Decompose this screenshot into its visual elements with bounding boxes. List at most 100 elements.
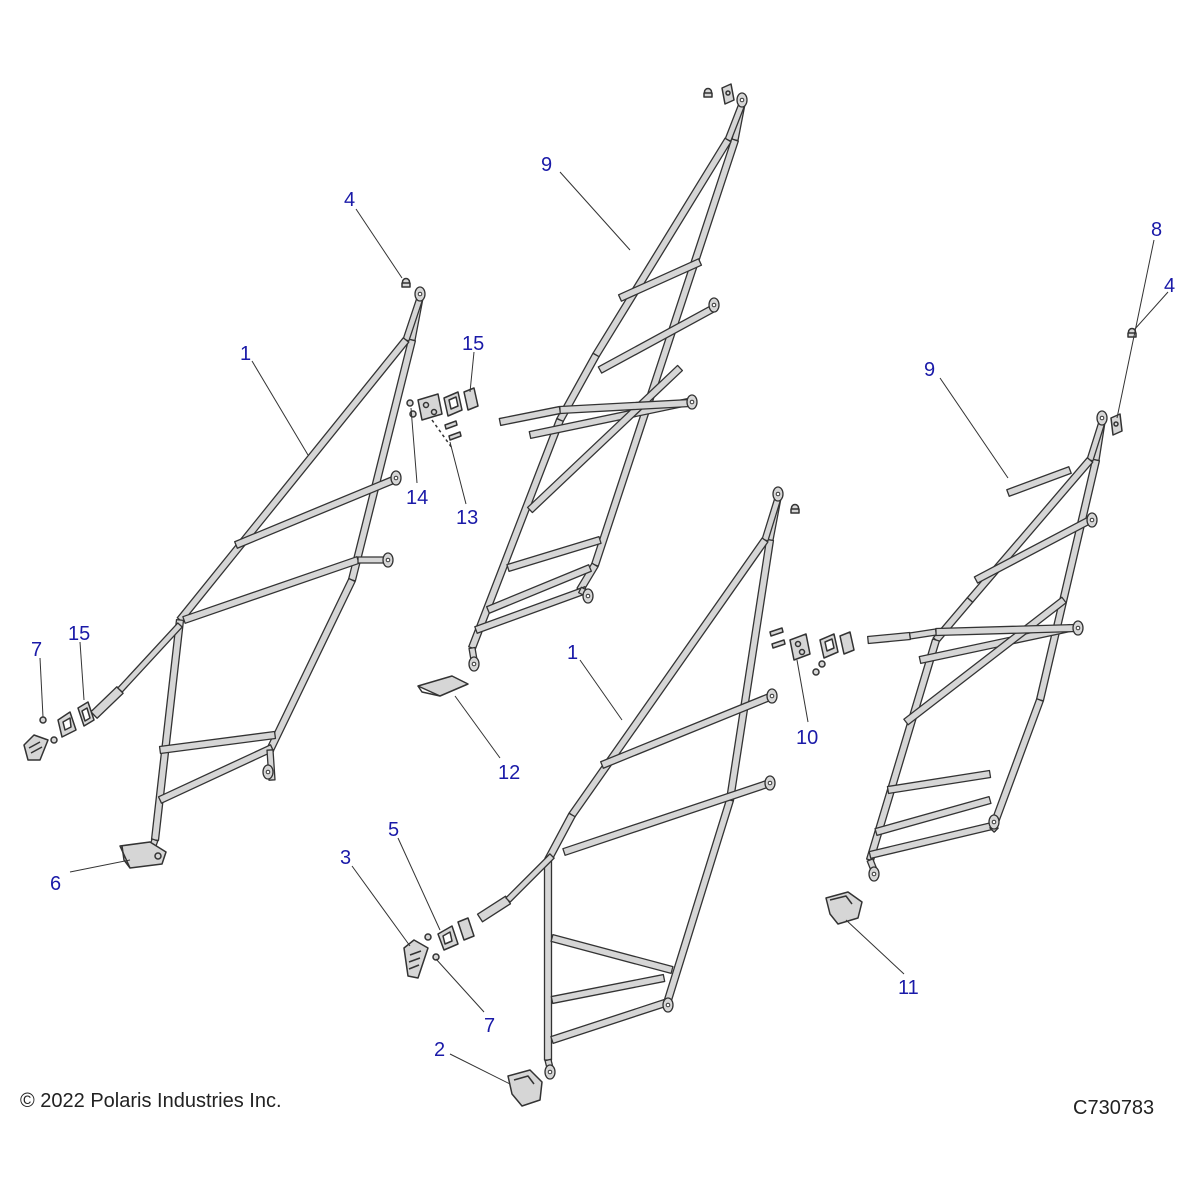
clip-bracket-12 xyxy=(417,675,469,697)
frame-4-bar-7 xyxy=(1006,466,1072,497)
frame-1-bar-10 xyxy=(158,730,277,755)
frame-4-tab-2 xyxy=(1072,620,1084,636)
frame-2-bar-1 xyxy=(591,138,739,567)
buckle-left-2 xyxy=(77,701,95,727)
frame-3-bar-2 xyxy=(664,798,734,1002)
frame-1-tab-0 xyxy=(414,286,426,302)
frame-3-bar-9 xyxy=(550,933,674,975)
frame-1-bar-6 xyxy=(182,556,360,624)
callout-7b: 7 xyxy=(484,1015,495,1037)
frame-4-tab-3 xyxy=(988,814,1000,830)
frame-1-bar-1 xyxy=(347,338,417,582)
copyright-notice: © 2022 Polaris Industries Inc. xyxy=(20,1090,282,1112)
leader-14 xyxy=(410,407,418,484)
net-frames xyxy=(90,92,1108,1080)
leader-4b xyxy=(1133,291,1169,331)
frame-4-bar-2 xyxy=(988,698,1044,832)
frame-3-tab-2 xyxy=(764,775,776,791)
net-frame-1 xyxy=(90,286,426,860)
callout-10: 10 xyxy=(796,727,818,749)
net-frame-4 xyxy=(865,410,1108,882)
callout-9b: 9 xyxy=(924,359,935,381)
leader-15b xyxy=(469,351,475,393)
frame-4-bar-11 xyxy=(886,769,992,795)
leader-1a xyxy=(251,360,309,456)
frame-3-bar-10 xyxy=(550,973,666,1005)
leader-6 xyxy=(69,859,131,873)
callout-labels: 1 1 2 3 4 4 5 6 7 7 8 9 9 10 11 12 13 14… xyxy=(31,154,1175,1061)
callout-4b: 4 xyxy=(1164,275,1175,297)
leader-12 xyxy=(454,695,501,759)
frame-2-bar-11 xyxy=(506,536,602,572)
buckle-right-1 xyxy=(819,633,839,659)
frame-3-bar-13 xyxy=(505,853,555,903)
bolt-top-right xyxy=(1127,327,1137,338)
frame-3-bar-11 xyxy=(550,998,670,1044)
frame-3-bar-6 xyxy=(543,859,553,1061)
bracket-top-center xyxy=(721,83,735,105)
screw-right-b xyxy=(771,639,786,649)
frame-2-bar-13 xyxy=(474,586,588,634)
screw-bottom-a xyxy=(424,933,432,941)
leader-1b xyxy=(579,659,623,721)
nut-right-b xyxy=(812,668,820,676)
frame-4-bar-15 xyxy=(908,628,938,640)
callout-1a: 1 xyxy=(240,343,251,365)
leader-10 xyxy=(796,659,809,723)
callout-2: 2 xyxy=(434,1039,445,1061)
latch-plate-center xyxy=(417,393,443,421)
buckle-5 xyxy=(437,925,459,951)
callout-15b: 15 xyxy=(462,333,484,355)
callout-4a: 4 xyxy=(344,189,355,211)
frame-1-bar-11 xyxy=(157,744,275,804)
frame-1-bar-14 xyxy=(90,686,124,719)
frame-4-bar-14 xyxy=(867,631,911,645)
frame-3-bar-7 xyxy=(562,779,772,856)
frame-2-tab-1 xyxy=(708,297,720,313)
callout-6: 6 xyxy=(50,873,61,895)
nut-center-a xyxy=(406,399,414,407)
frame-1-tab-1 xyxy=(390,470,402,486)
leader-9b xyxy=(939,377,1009,479)
bolt-right-center xyxy=(790,503,800,514)
figure-code: C730783 xyxy=(1073,1097,1155,1119)
callout-5: 5 xyxy=(388,819,399,841)
frame-2-bar-14 xyxy=(498,405,562,427)
leader-4a xyxy=(355,208,403,279)
leader-15a xyxy=(79,641,85,701)
frame-2-tab-4 xyxy=(468,656,480,672)
frame-3-bar-4 xyxy=(568,537,769,818)
mount-bracket-11 xyxy=(825,891,863,925)
buckle-center-1 xyxy=(443,391,463,417)
frame-1-bar-15 xyxy=(117,622,183,693)
screw-left-b xyxy=(50,736,58,744)
bolt-top-center xyxy=(703,87,713,98)
frame-2-tab-3 xyxy=(582,588,594,604)
leader-5 xyxy=(397,837,441,931)
callout-7a: 7 xyxy=(31,639,42,661)
latch-plate-right xyxy=(789,633,811,661)
frame-3-tab-1 xyxy=(766,688,778,704)
screw-center-b xyxy=(448,431,462,441)
frame-3-tab-3 xyxy=(662,997,674,1013)
leader-lines xyxy=(39,171,1169,1085)
callout-8: 8 xyxy=(1151,219,1162,241)
callout-12: 12 xyxy=(498,762,520,784)
buckle-5b xyxy=(457,917,475,941)
frame-2-bar-7 xyxy=(617,258,703,302)
screw-bottom-b xyxy=(432,953,440,961)
hardware-parts xyxy=(23,83,1137,1107)
net-frame-2 xyxy=(468,92,748,672)
frame-1-tab-2 xyxy=(382,552,394,568)
leader-9a xyxy=(559,171,631,251)
frame-4-tab-1 xyxy=(1086,512,1098,528)
buckle-center-2 xyxy=(463,387,479,411)
bolt-top-left xyxy=(401,277,411,288)
callout-1b: 1 xyxy=(567,642,578,664)
frame-4-bar-1 xyxy=(1035,458,1101,702)
callout-14: 14 xyxy=(406,487,428,509)
frame-2-bar-12 xyxy=(486,564,592,614)
nut-right-a xyxy=(818,660,826,668)
frame-3-bar-12 xyxy=(476,895,512,923)
